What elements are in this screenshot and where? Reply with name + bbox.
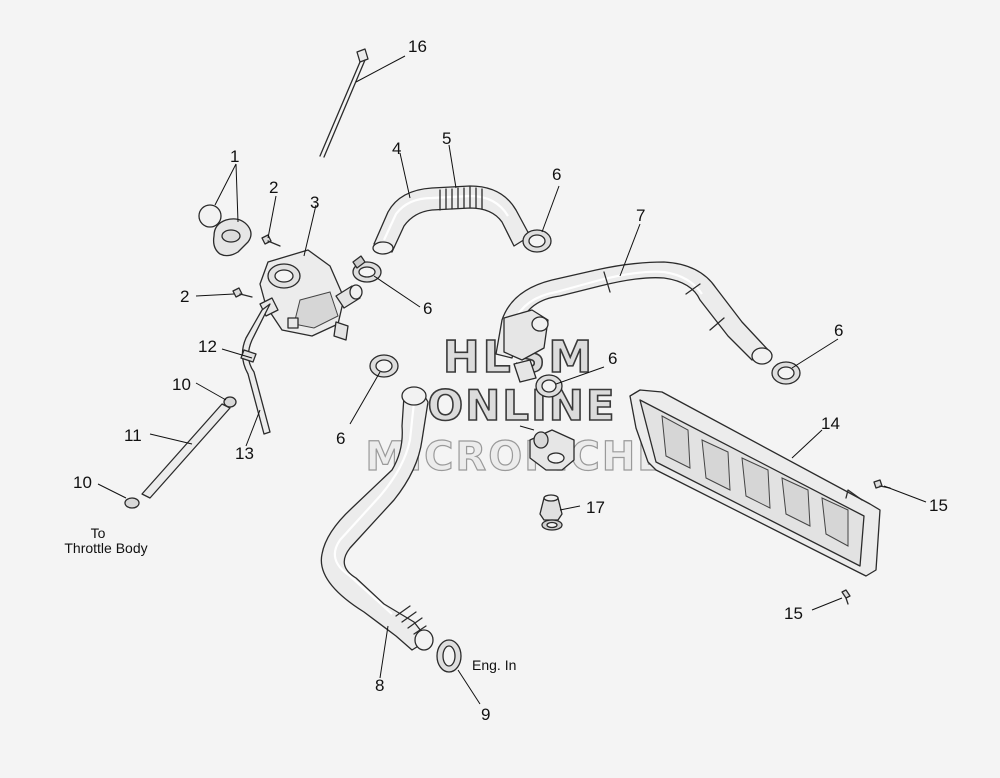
part-10-clamp-lower bbox=[124, 497, 140, 509]
callout-5: 5 bbox=[442, 129, 451, 148]
part-3-coolant-reservoir bbox=[259, 249, 363, 341]
part-7-radiator-hose bbox=[495, 261, 773, 383]
part-6-clamp-lower-hose bbox=[369, 354, 399, 378]
note-eng-in: Eng. In bbox=[472, 657, 516, 673]
callout-4: 4 bbox=[392, 139, 401, 158]
part-1-radiator-cap bbox=[198, 204, 252, 257]
callout-3: 3 bbox=[310, 193, 319, 212]
note-to: To bbox=[91, 525, 106, 541]
part-15-pin-upper bbox=[873, 479, 891, 489]
callout-6-upper-right: 6 bbox=[552, 165, 561, 184]
part-2-screw-upper bbox=[261, 234, 281, 247]
callout-12: 12 bbox=[198, 337, 217, 356]
part-11-tube bbox=[141, 403, 231, 499]
callout-11: 11 bbox=[124, 426, 142, 445]
part-17-thermostat-housing bbox=[529, 429, 575, 471]
callout-6-center: 6 bbox=[608, 349, 617, 368]
part-12-13-overflow-hose bbox=[240, 303, 271, 435]
callout-2-upper: 2 bbox=[269, 178, 278, 197]
part-8-lower-hose bbox=[320, 386, 434, 651]
part-9-clamp bbox=[436, 639, 462, 673]
part-14-radiator-shroud bbox=[629, 389, 881, 577]
callout-1: 1 bbox=[230, 147, 239, 166]
callout-6-lower: 6 bbox=[336, 429, 345, 448]
callout-14: 14 bbox=[821, 414, 840, 433]
part-10-clamp-upper bbox=[223, 396, 237, 408]
part-15-pin-lower bbox=[841, 589, 851, 605]
part-6-clamp-upper-right bbox=[522, 229, 552, 253]
callout-6-reservoir: 6 bbox=[423, 299, 432, 318]
callout-9: 9 bbox=[481, 705, 490, 724]
callout-6-right: 6 bbox=[834, 321, 843, 340]
part-16-cable-tie bbox=[319, 48, 369, 158]
callout-2-lower: 2 bbox=[180, 287, 189, 306]
note-throttle-body: Throttle Body bbox=[64, 540, 147, 556]
part-6-clamp-reservoir bbox=[352, 255, 382, 283]
callout-8: 8 bbox=[375, 676, 384, 695]
part-17-thermostat bbox=[539, 494, 563, 531]
watermark-line-2: ONLINE bbox=[427, 381, 616, 430]
callout-15-bottom: 15 bbox=[784, 604, 803, 623]
callout-17: 17 bbox=[586, 498, 605, 517]
callout-10-upper: 10 bbox=[172, 375, 191, 394]
part-4-5-upper-hose bbox=[372, 185, 531, 255]
callout-labels: 1 2 2 3 4 5 6 6 6 6 6 7 8 9 10 10 11 12 … bbox=[73, 37, 948, 724]
part-6-clamp-center bbox=[535, 374, 563, 398]
diagram-notes: To Throttle Body Eng. In bbox=[64, 525, 516, 673]
part-2-screw-lower bbox=[232, 287, 253, 298]
callout-10-lower: 10 bbox=[73, 473, 92, 492]
callout-13: 13 bbox=[235, 444, 254, 463]
callout-15-right: 15 bbox=[929, 496, 948, 515]
leader-lines bbox=[97, 55, 927, 705]
callout-16: 16 bbox=[408, 37, 427, 56]
callout-7: 7 bbox=[636, 206, 645, 225]
